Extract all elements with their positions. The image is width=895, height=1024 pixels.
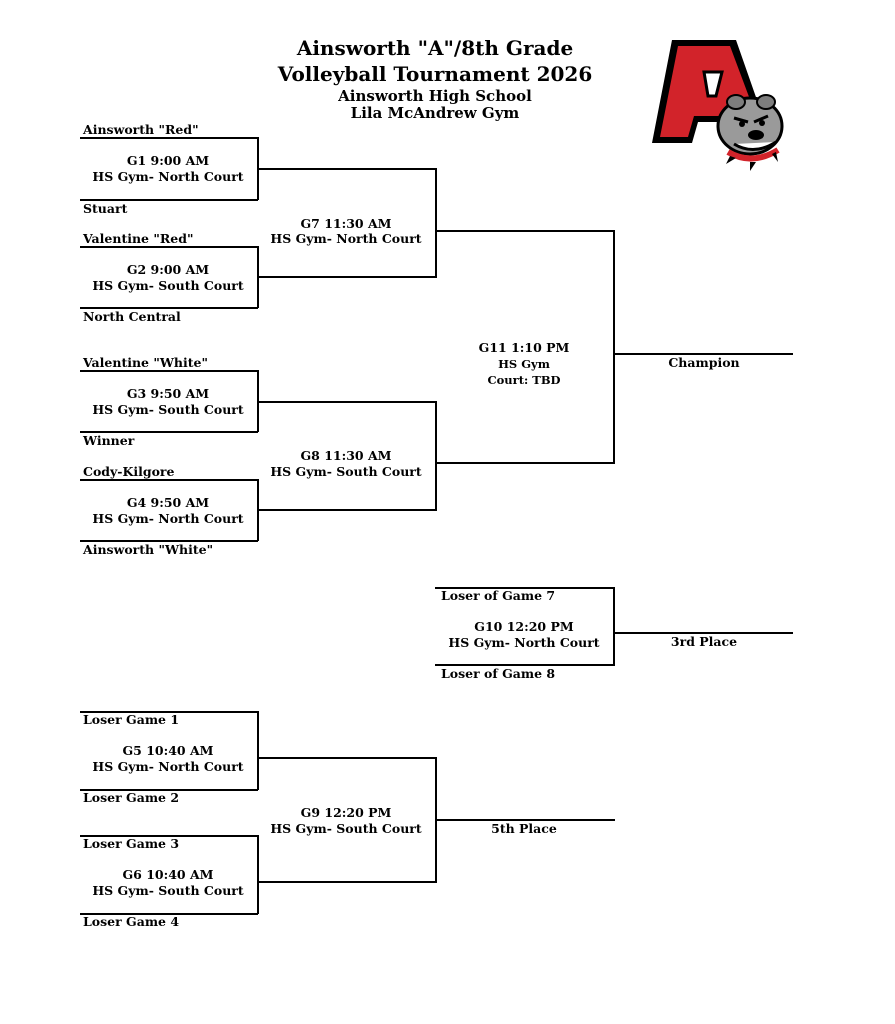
- game-g10-time: G10 12:20 PM: [474, 619, 574, 634]
- game-g11-court: Court: TBD: [487, 373, 561, 387]
- team-g6-bottom: Loser Game 4: [83, 914, 180, 929]
- game-g9-time: G9 12:20 PM: [300, 805, 392, 820]
- game-g5-court: HS Gym- North Court: [92, 759, 244, 774]
- title-line-2: Volleyball Tournament 2026: [277, 62, 593, 86]
- third-place-label: 3rd Place: [670, 634, 738, 649]
- team-g10-top: Loser of Game 7: [441, 588, 556, 603]
- game-g11-time: G11 1:10 PM: [478, 340, 570, 355]
- team-g10-bottom: Loser of Game 8: [441, 666, 556, 681]
- team-g4-bottom: Ainsworth "White": [83, 542, 214, 557]
- team-g2-bottom: North Central: [83, 309, 181, 324]
- venue-line-2: Lila McAndrew Gym: [350, 104, 520, 122]
- game-g2-time: G2 9:00 AM: [126, 262, 210, 277]
- champion-label: Champion: [668, 355, 740, 370]
- team-g1-bottom: Stuart: [83, 201, 128, 216]
- game-g6-time: G6 10:40 AM: [122, 867, 214, 882]
- bulldog-mascot-icon: [652, 40, 784, 171]
- team-g5-bottom: Loser Game 2: [83, 790, 180, 805]
- team-g4-top: Cody-Kilgore: [83, 464, 175, 479]
- team-g3-top: Valentine "White": [83, 355, 208, 370]
- game-g5-time: G5 10:40 AM: [122, 743, 214, 758]
- bulldog-head: [716, 94, 784, 171]
- game-g10-court: HS Gym- North Court: [448, 635, 600, 650]
- game-g2-court: HS Gym- South Court: [92, 278, 244, 293]
- team-g1-top: Ainsworth "Red": [83, 122, 199, 137]
- game-g3-court: HS Gym- South Court: [92, 402, 244, 417]
- game-g1-court: HS Gym- North Court: [92, 169, 244, 184]
- game-g7-court: HS Gym- North Court: [270, 231, 422, 246]
- title-line-1: Ainsworth "A"/8th Grade: [296, 36, 574, 60]
- team-g6-top: Loser Game 3: [83, 836, 180, 851]
- game-g11-venue: HS Gym: [498, 357, 550, 371]
- venue-line-1: Ainsworth High School: [338, 87, 532, 105]
- team-g3-bottom: Winner: [83, 433, 135, 448]
- game-g8-court: HS Gym- South Court: [270, 464, 422, 479]
- game-g1-time: G1 9:00 AM: [126, 153, 210, 168]
- game-g9-court: HS Gym- South Court: [270, 821, 422, 836]
- team-g5-top: Loser Game 1: [83, 712, 180, 727]
- game-g4-time: G4 9:50 AM: [126, 495, 210, 510]
- game-g4-court: HS Gym- North Court: [92, 511, 244, 526]
- game-g8-time: G8 11:30 AM: [300, 448, 392, 463]
- game-g3-time: G3 9:50 AM: [126, 386, 210, 401]
- game-g6-court: HS Gym- South Court: [92, 883, 244, 898]
- fifth-place-label: 5th Place: [491, 821, 557, 836]
- game-g7-time: G7 11:30 AM: [300, 216, 392, 231]
- team-g2-top: Valentine "Red": [83, 231, 194, 246]
